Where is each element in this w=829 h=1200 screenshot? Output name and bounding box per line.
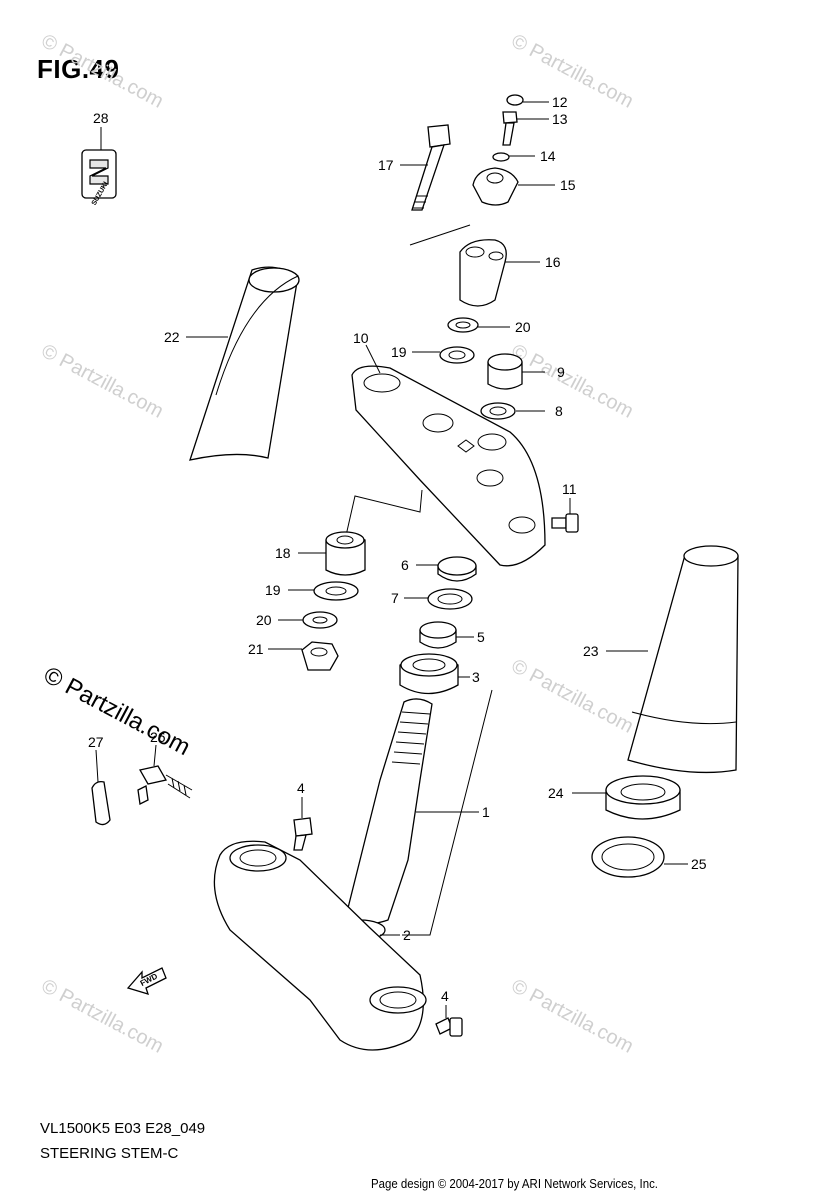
figure-title: FIG.49 [37, 54, 120, 84]
assembly-name: STEERING STEM-C [40, 1145, 179, 1162]
watermark: © Partzilla.com [38, 340, 167, 423]
nut-part-24 [605, 775, 681, 820]
fwd-direction-arrow: FWD [126, 967, 167, 995]
callout-25: 25 [691, 856, 707, 872]
callout-18: 18 [275, 545, 291, 561]
callout-20-upper: 20 [515, 319, 531, 335]
callout-14: 14 [540, 148, 556, 164]
callout-10: 10 [353, 330, 369, 346]
stem-part-1 [344, 698, 433, 925]
callout-17: 17 [378, 157, 394, 173]
callout-4-lower: 4 [441, 988, 449, 1004]
callout-19-lower: 19 [265, 582, 281, 598]
callout-leaders [95, 101, 688, 1018]
callout-labels: 1 2 3 4 4 5 6 7 8 9 10 11 12 13 14 15 16… [88, 94, 707, 1004]
washer-part-25 [591, 836, 665, 878]
holder-part-16 [459, 239, 507, 307]
callout-21: 21 [248, 641, 264, 657]
callout-19-upper: 19 [391, 344, 407, 360]
watermark: © Partzilla.com [508, 340, 637, 423]
callout-3: 3 [472, 669, 480, 685]
emblem-part-28: SUZUKI [81, 149, 117, 207]
callout-9: 9 [557, 364, 565, 380]
copyright-footer: Page design © 2004-2017 by ARI Network S… [371, 1176, 658, 1191]
callout-12: 12 [552, 94, 568, 110]
watermark: © Partzilla.com [508, 975, 637, 1058]
bearing-stack-3-7 [399, 556, 477, 695]
watermark: © Partzilla.com [508, 30, 637, 113]
callout-20-lower: 20 [256, 612, 272, 628]
watermark: © Partzilla.com [38, 30, 167, 113]
model-code: VL1500K5 E03 E28_049 [40, 1120, 206, 1137]
small-fasteners-12-14 [492, 94, 524, 162]
watermark-large: © Partzilla.com [39, 661, 194, 761]
callout-28: 28 [93, 110, 109, 126]
callout-1: 1 [482, 804, 490, 820]
lower-bracket [213, 840, 427, 1051]
upper-bracket-part-10 [351, 365, 546, 567]
callout-6: 6 [401, 557, 409, 573]
callout-13: 13 [552, 111, 568, 127]
callout-27: 27 [88, 734, 104, 750]
callout-26: 26 [150, 729, 166, 745]
left-stack-18-21 [301, 531, 366, 671]
watermark: © Partzilla.com [508, 655, 637, 738]
callout-11: 11 [562, 481, 577, 497]
washers-8-9-19-20 [439, 317, 523, 420]
leader-18 [344, 489, 423, 541]
callout-2: 2 [403, 927, 411, 943]
bolt-part-11 [551, 513, 579, 533]
callout-16: 16 [545, 254, 561, 270]
callout-8: 8 [555, 403, 563, 419]
bolt-part-17 [409, 124, 471, 246]
cover-part-23 [627, 545, 739, 774]
bolts-part-4 [293, 817, 463, 1037]
clamp-part-15 [472, 167, 519, 206]
callout-7: 7 [391, 590, 399, 606]
callout-5: 5 [477, 629, 485, 645]
callout-15: 15 [560, 177, 576, 193]
callout-23: 23 [583, 643, 599, 659]
callout-24: 24 [548, 785, 564, 801]
cover-part-22 [189, 266, 300, 461]
callout-22: 22 [164, 329, 180, 345]
small-parts-26-27 [91, 765, 193, 826]
callout-4-upper: 4 [297, 780, 305, 796]
